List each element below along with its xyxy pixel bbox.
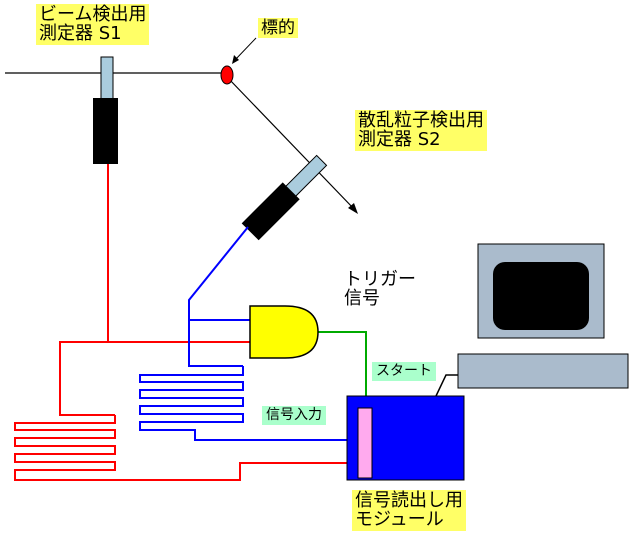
scatter-detector-label-line2: 測定器 S2 (358, 129, 441, 151)
scatter-detector-label: 散乱粒子検出用 測定器 S2 (355, 110, 487, 151)
s2-photomultiplier (241, 182, 300, 241)
s2-signal-path (188, 226, 250, 321)
module-to-computer-cable (435, 374, 458, 397)
red-delay-line (14, 415, 358, 481)
keyboard-icon (457, 353, 629, 389)
s1-signal-path (59, 164, 115, 416)
beam-detector-label-line1: ビーム検出用 (39, 4, 147, 25)
s2-detector (241, 154, 328, 241)
target-pointer-arrow (234, 37, 257, 61)
scatter-arrow (227, 77, 356, 211)
trigger-label: トリガー 信号 (344, 270, 416, 309)
readout-module-label-line2: モジュール (355, 509, 444, 531)
readout-module-label: 信号読出し用 モジュール (352, 490, 466, 531)
signal-input-label: 信号入力 (262, 406, 326, 426)
trigger-signal-path (318, 331, 367, 408)
scatter-arrowhead (348, 203, 358, 214)
scatter-detector-label-line1: 散乱粒子検出用 (358, 110, 484, 131)
beam-detector-label-line2: 測定器 S1 (39, 23, 122, 45)
target-label: 標的 (258, 18, 298, 39)
module-input-strip (357, 407, 373, 479)
s1-light-guide (100, 56, 114, 100)
start-label: スタート (372, 362, 436, 382)
beam-detector-label: ビーム検出用 測定器 S1 (36, 4, 150, 45)
target-icon (220, 65, 234, 85)
monitor-screen (493, 262, 589, 330)
s1-photomultiplier (93, 98, 118, 164)
s2-to-delay-path (188, 320, 243, 367)
readout-module-label-line1: 信号読出し用 (355, 490, 463, 511)
target-pointer-arrowhead (232, 55, 239, 64)
trigger-label-line2: 信号 (344, 288, 380, 310)
trigger-label-line1: トリガー (344, 269, 416, 290)
and-gate-icon (249, 305, 319, 359)
blue-delay-line (139, 366, 358, 441)
